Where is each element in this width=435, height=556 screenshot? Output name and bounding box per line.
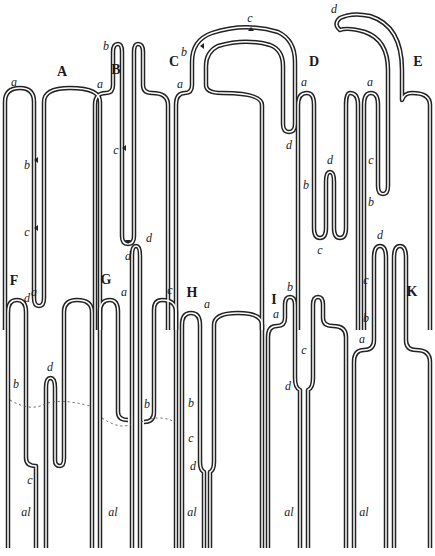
part-letter: d xyxy=(47,361,53,373)
part-letter: d xyxy=(327,154,333,166)
part-letter: al xyxy=(21,506,30,518)
part-letter: a xyxy=(273,308,279,320)
part-letter: a xyxy=(177,78,183,90)
part-letter: a xyxy=(121,286,127,298)
part-letter: b xyxy=(303,179,309,191)
part-letter: b xyxy=(13,378,19,390)
part-letter: d xyxy=(377,229,383,241)
part-letter: al xyxy=(187,506,196,518)
part-letter: b xyxy=(368,196,374,208)
part-letter: d xyxy=(331,3,337,15)
panel-letter: I xyxy=(271,293,276,307)
part-letter: a xyxy=(359,333,365,345)
part-letter: b xyxy=(144,398,150,410)
part-letter: c xyxy=(368,154,373,166)
part-letter: b xyxy=(24,159,30,171)
part-letter: d xyxy=(285,380,291,392)
part-letter: b xyxy=(188,397,194,409)
part-letter: b xyxy=(363,312,369,324)
part-letter: c xyxy=(113,144,118,156)
part-letter: c xyxy=(27,474,32,486)
part-letter: a xyxy=(204,298,210,310)
part-letter: c xyxy=(188,432,193,444)
part-letter: a xyxy=(97,78,103,90)
part-letter: al xyxy=(284,506,293,518)
part-letter: a xyxy=(11,76,17,88)
part-letter: d xyxy=(286,139,292,151)
part-letter: b xyxy=(181,46,187,58)
panel-letter: F xyxy=(10,274,19,288)
part-letter: a xyxy=(301,76,307,88)
part-letter: d xyxy=(125,250,131,262)
part-letter: d xyxy=(146,232,152,244)
part-letter: c xyxy=(167,284,172,296)
panel-letter: C xyxy=(169,55,179,69)
part-letter: c xyxy=(24,226,29,238)
panel-letter: G xyxy=(101,273,112,287)
part-letter: al xyxy=(108,506,117,518)
part-letter: b xyxy=(103,40,109,52)
panel-letter: B xyxy=(111,63,120,77)
part-letter: c xyxy=(363,274,368,286)
panel-letter: D xyxy=(309,55,319,69)
part-letter: c xyxy=(317,244,322,256)
part-letter: al xyxy=(359,506,368,518)
part-letter: a xyxy=(367,76,373,88)
part-letter: c xyxy=(247,12,252,24)
panel-letter: A xyxy=(57,65,67,79)
panel-letter: K xyxy=(407,285,418,299)
part-letter: b xyxy=(287,281,293,293)
part-letter: d xyxy=(190,460,196,472)
part-letter: a xyxy=(31,286,37,298)
panel-letter: E xyxy=(413,55,422,69)
part-letter: d xyxy=(24,292,30,304)
panel-letter: H xyxy=(187,286,198,300)
part-letter: c xyxy=(301,344,306,356)
